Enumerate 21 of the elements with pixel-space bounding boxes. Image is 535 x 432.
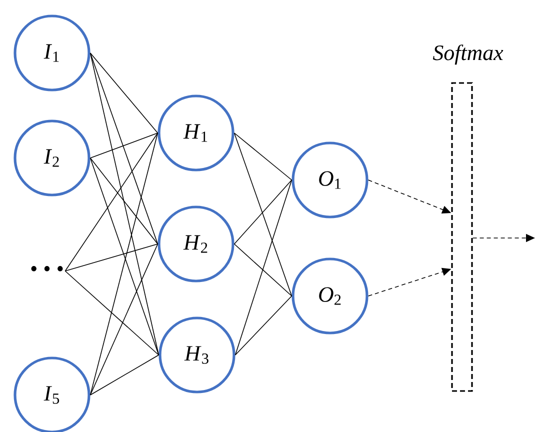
connection-line <box>90 354 160 396</box>
connection-line <box>90 132 158 396</box>
connection-line <box>234 296 292 356</box>
connection-line <box>234 132 292 180</box>
connection-line <box>234 244 292 296</box>
connection-line <box>90 52 158 134</box>
connection-line <box>90 132 158 158</box>
softmax-layer: Softmax <box>432 44 504 392</box>
connection-line <box>64 270 160 356</box>
connection-line <box>64 132 158 272</box>
connection-line <box>234 132 292 296</box>
connection-line <box>234 180 292 244</box>
connection-line <box>234 180 292 356</box>
connection-line <box>90 52 158 244</box>
ellipsis-text: • • • <box>31 266 63 272</box>
connection-line <box>90 158 158 244</box>
connection-line <box>64 244 158 272</box>
connection-line <box>90 52 160 356</box>
connection-line <box>90 158 160 356</box>
connection-line <box>90 244 158 396</box>
node-label: Softmax <box>432 44 504 65</box>
